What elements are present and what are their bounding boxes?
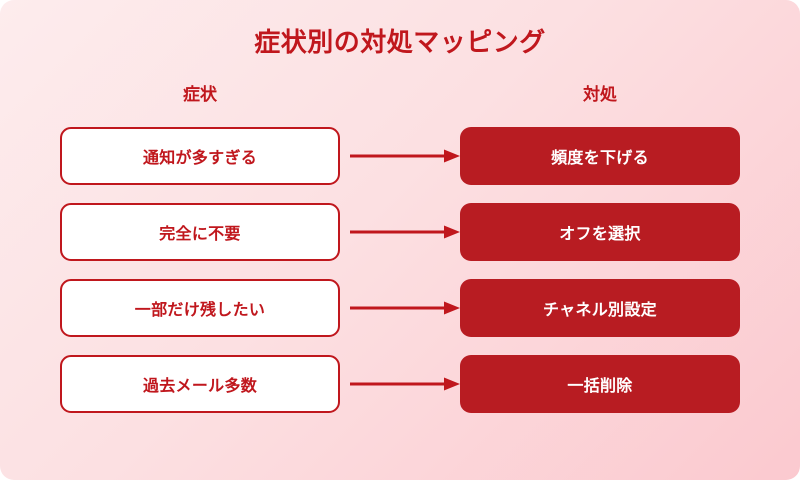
mapping-row: 完全に不要 オフを選択 (0, 203, 800, 261)
column-header-symptom: 症状 (183, 85, 217, 105)
symptom-node[interactable]: 一部だけ残したい (60, 279, 340, 337)
arrow-right-icon (350, 224, 462, 240)
arrow-right-icon (350, 148, 462, 164)
mapping-row: 通知が多すぎる 頻度を下げる (0, 127, 800, 185)
symptom-node[interactable]: 通知が多すぎる (60, 127, 340, 185)
page-title: 症状別の対処マッピング (254, 28, 546, 58)
action-node[interactable]: オフを選択 (460, 203, 740, 261)
column-header-action: 対処 (583, 85, 617, 105)
arrow-right-icon (350, 300, 462, 316)
arrow-right-icon (350, 376, 462, 392)
symptom-node[interactable]: 完全に不要 (60, 203, 340, 261)
mapping-row: 一部だけ残したい チャネル別設定 (0, 279, 800, 337)
symptom-node[interactable]: 過去メール多数 (60, 355, 340, 413)
action-node[interactable]: 頻度を下げる (460, 127, 740, 185)
action-node[interactable]: 一括削除 (460, 355, 740, 413)
mapping-row: 過去メール多数 一括削除 (0, 355, 800, 413)
action-node[interactable]: チャネル別設定 (460, 279, 740, 337)
